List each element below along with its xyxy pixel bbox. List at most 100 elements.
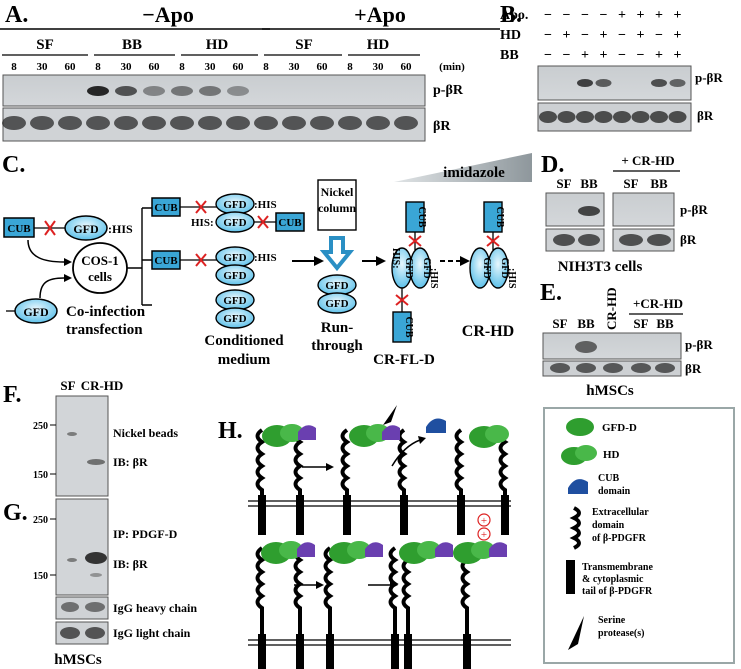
- crfld-label: CR-FL-D: [373, 352, 435, 368]
- row-label-br: βR: [697, 108, 714, 123]
- time-label: 30: [205, 61, 217, 73]
- mw-marker: 150: [33, 470, 48, 481]
- gfd-legend-icon: [566, 418, 594, 436]
- receptor: [323, 546, 334, 669]
- gfd-ellipse: [14, 298, 58, 324]
- band: [594, 111, 613, 123]
- condition-sign: −: [581, 28, 589, 43]
- his-tag: :HIS: [108, 222, 133, 236]
- panel-g: G. 250 150 IP: PDGF-D IB: βR IgG heavy c…: [3, 498, 197, 668]
- band: [171, 86, 193, 96]
- band: [557, 111, 576, 123]
- band: [87, 86, 109, 96]
- his-tag: :HIS: [254, 252, 277, 264]
- panel-b: B. Apo.−−−−++++HD−+−+−+−+BB−−++−−++ p-βR…: [500, 2, 723, 132]
- blot-f: [55, 395, 109, 497]
- cub-label: CUB: [7, 223, 31, 235]
- lane-label: SF: [633, 316, 648, 331]
- lane-label: SF: [60, 378, 75, 393]
- light-chain-label: IgG light chain: [113, 626, 191, 640]
- condition-sign: +: [600, 48, 608, 63]
- gfd-label: GFD: [223, 295, 246, 307]
- imidazole-label: imidazole: [443, 165, 505, 181]
- condition-sign: −: [637, 48, 645, 63]
- mw-marker: 250: [33, 515, 48, 526]
- band: [668, 111, 687, 123]
- crhd-vertical: CR-HD: [604, 287, 619, 330]
- extracellular-legend-icon: [569, 506, 581, 550]
- group-label: BB: [122, 37, 142, 53]
- group-label: SF: [295, 37, 313, 53]
- band: [282, 116, 306, 130]
- receptor: [401, 546, 412, 669]
- lane-label: BB: [577, 316, 595, 331]
- legend-domain: domain: [598, 486, 631, 497]
- gfd-label: GFD: [325, 298, 348, 310]
- min-unit: (min): [439, 61, 465, 73]
- group-label: SF: [36, 37, 54, 53]
- receptor: [255, 546, 266, 669]
- column-label: column: [318, 201, 356, 215]
- protease-icon: [383, 405, 397, 425]
- panel-h: H. +: [218, 405, 735, 669]
- band: [650, 111, 668, 123]
- cub-label: CUB: [494, 206, 505, 227]
- mw-marker: 150: [33, 571, 48, 582]
- panel-c-letter: C.: [2, 152, 25, 178]
- legend-cub: CUB: [598, 473, 619, 484]
- ligand-complex: [349, 424, 400, 447]
- condition-sign: +: [618, 8, 626, 23]
- condition-sign: −: [544, 28, 552, 43]
- band: [115, 86, 137, 96]
- lane-label: BB: [650, 176, 668, 191]
- row-label-pbr: p-βR: [685, 337, 713, 352]
- run-label: Run-: [321, 320, 354, 336]
- plus-apo-label: +Apo: [354, 2, 406, 27]
- protease-legend-icon: [568, 616, 584, 650]
- his-prefix: HIS:: [191, 217, 214, 229]
- conditioned-label: Conditioned: [204, 333, 284, 349]
- time-label: 8: [263, 61, 269, 73]
- legend-tm1: Transmembrane: [582, 562, 653, 573]
- condition-sign: −: [600, 8, 608, 23]
- legend-gfd: GFD-D: [602, 422, 637, 434]
- condition-sign: +: [674, 48, 682, 63]
- panel-d: D. + CR-HD SF BB SF BB p-βR βR NIH3T3 ce…: [541, 152, 708, 275]
- gfd-label: GFD: [481, 257, 492, 278]
- blot-g: [55, 498, 109, 596]
- svg-text:+: +: [481, 529, 487, 541]
- band: [2, 116, 26, 130]
- group-labels: SF BB HD SF HD: [36, 37, 389, 53]
- time-label: 8: [347, 61, 353, 73]
- band: [143, 86, 165, 96]
- condition-sign: +: [563, 28, 571, 43]
- minus-apo-label: −Apo: [142, 2, 194, 27]
- ligand-complex: [262, 424, 316, 447]
- crhd-label: CR-HD: [462, 323, 514, 340]
- panel-c: C. CUB GFD :HIS GFD COS-1 cells Co-infec…: [2, 152, 532, 368]
- heavy-chain-label: IgG heavy chain: [113, 601, 197, 615]
- legend-hd: HD: [603, 449, 620, 461]
- nickel-label: Nickel: [321, 185, 354, 199]
- row-label-br: βR: [680, 232, 697, 247]
- band: [198, 116, 222, 130]
- cub-label: CUB: [154, 255, 178, 267]
- condition-label: Apo.: [500, 8, 528, 23]
- condition-sign: +: [655, 8, 663, 23]
- gfd-label: GFD: [325, 280, 348, 292]
- flow-down-arrow-icon: [319, 236, 355, 272]
- legend-tm2: & cytoplasmic: [582, 574, 644, 585]
- blot-a-pbr-bands: [87, 86, 249, 96]
- lane-label: SF: [556, 176, 571, 191]
- panel-f: F. SF CR-HD 250 150 Nickel beads IB: βR: [3, 378, 178, 497]
- condition-sign: +: [581, 48, 589, 63]
- panel-e-letter: E.: [540, 280, 562, 306]
- gfd-label: GFD: [223, 252, 246, 264]
- receptor: [388, 546, 399, 669]
- condition-label: HD: [500, 28, 521, 43]
- condition-sign: +: [655, 48, 663, 63]
- time-label: 8: [179, 61, 185, 73]
- gfd-label: GFD: [223, 313, 246, 325]
